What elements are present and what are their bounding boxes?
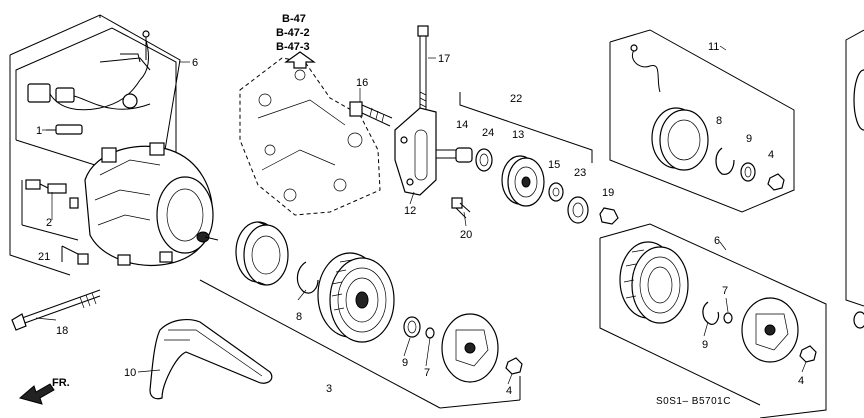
callout-9-right-bottom: 9 xyxy=(702,339,708,351)
fitting-21 xyxy=(61,245,89,265)
callout-18: 18 xyxy=(56,325,68,337)
drive-belt-10 xyxy=(149,319,273,400)
callout-4-center: 4 xyxy=(506,385,512,397)
callout-21: 21 xyxy=(38,251,50,263)
callout-19: 19 xyxy=(602,187,614,199)
callout-10: 10 xyxy=(124,367,136,379)
pulley-clutch xyxy=(317,252,395,343)
callout-6-right: 6 xyxy=(714,235,720,247)
armature-plate xyxy=(441,313,499,383)
callout-7-center: 7 xyxy=(424,367,430,379)
callout-3: 3 xyxy=(326,383,332,395)
front-label: FR. xyxy=(52,377,70,389)
diagram-code: S0S1– B5701C xyxy=(656,396,731,407)
callout-14: 14 xyxy=(456,119,468,131)
front-direction-arrow xyxy=(18,383,55,405)
bearing-coil xyxy=(235,221,289,286)
callout-13: 13 xyxy=(512,129,524,141)
bolt-20 xyxy=(451,197,471,219)
callout-7-right: 7 xyxy=(722,285,728,297)
callout-23: 23 xyxy=(574,167,586,179)
shim-9 xyxy=(403,316,421,338)
callout-15: 15 xyxy=(548,159,560,171)
wire-harness xyxy=(27,30,151,135)
idler-pulley-set xyxy=(455,92,619,225)
partial-box-right xyxy=(845,29,864,329)
clutch-coil-box xyxy=(609,29,795,213)
nut-4 xyxy=(505,357,523,375)
ref-arrow xyxy=(284,51,316,69)
callout-4-right-top: 4 xyxy=(768,149,774,161)
ref-label-2: B-47-2 xyxy=(276,27,310,39)
stud-17 xyxy=(417,25,429,110)
ref-label-1: B-47 xyxy=(282,13,306,25)
callout-6-left: 6 xyxy=(192,57,198,69)
bolt-16 xyxy=(349,101,393,127)
callout-8-center: 8 xyxy=(296,311,302,323)
callout-22: 22 xyxy=(510,93,522,105)
ref-label-3: B-47-3 xyxy=(276,41,310,53)
callout-1: 1 xyxy=(36,125,42,137)
callout-12: 12 xyxy=(404,205,416,217)
pulley-kit-box xyxy=(599,223,827,418)
callout-4-right-bottom: 4 xyxy=(798,375,804,387)
callout-17: 17 xyxy=(438,53,450,65)
callout-9-right: 9 xyxy=(746,133,752,145)
long-bolt-18 xyxy=(11,289,101,331)
leader-lines xyxy=(35,45,807,385)
snap-ring-8 xyxy=(296,261,319,294)
assembly-lines-3 xyxy=(199,279,521,409)
callout-20: 20 xyxy=(460,229,472,241)
callout-9-center: 9 xyxy=(402,357,408,369)
callout-2: 2 xyxy=(46,217,52,229)
compressor-body xyxy=(84,142,219,267)
callout-8-right: 8 xyxy=(716,115,722,127)
callout-16: 16 xyxy=(356,77,368,89)
tensioner-bracket-12 xyxy=(394,107,456,196)
callout-24: 24 xyxy=(482,127,494,139)
shim-7 xyxy=(425,327,435,339)
bolt-set-2 xyxy=(25,179,79,209)
callout-11: 11 xyxy=(708,41,719,53)
